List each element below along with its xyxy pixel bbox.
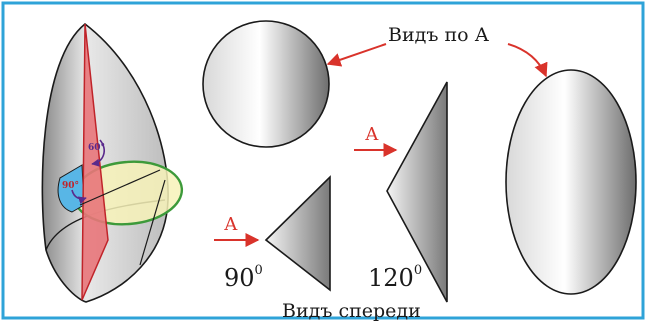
triangle-90 <box>264 175 331 292</box>
angle-90-arc <box>71 189 87 205</box>
angle-90-sup: 0 <box>255 263 263 278</box>
blue-sector <box>57 164 85 213</box>
cone-body <box>41 22 169 303</box>
angle-120-caption: 1200 <box>368 263 422 292</box>
arrow-a-mid-label: А <box>365 124 379 145</box>
angle-120-sup: 0 <box>414 263 422 278</box>
angle-90-caption: 900 <box>224 263 263 292</box>
view-a-title: Видъ по А <box>388 24 490 46</box>
triangle-120 <box>386 81 448 303</box>
arrow-to-ellipse <box>507 43 548 78</box>
arrow-a-left-label: А <box>224 214 238 235</box>
arrow-to-circle <box>326 43 387 67</box>
angle-60-label: 60° <box>88 143 105 153</box>
ellipse-view <box>505 69 637 295</box>
angle-120-base: 120 <box>368 264 414 292</box>
angle-90-label: 90° <box>62 181 79 191</box>
generatrix-line <box>139 179 166 266</box>
angle-90-base: 90 <box>224 264 255 292</box>
angle-60-arc <box>91 139 105 167</box>
generatrix-line <box>79 169 161 206</box>
cone-3d: 60° 90° <box>41 22 184 303</box>
front-view-title: Видъ спереди <box>282 300 421 321</box>
circle-view <box>202 20 330 148</box>
